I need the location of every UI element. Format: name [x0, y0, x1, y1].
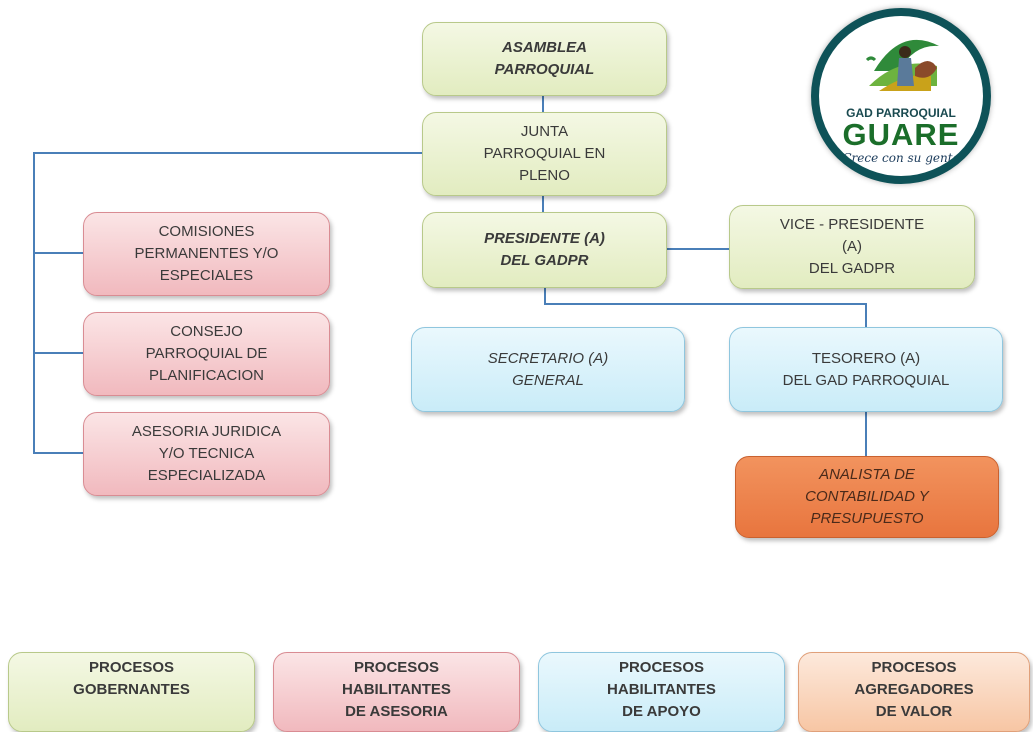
legend-label: PROCESOS HABILITANTES DE APOYO [607, 659, 716, 720]
node-label: VICE - PRESIDENTE (A) DEL GADPR [779, 216, 925, 277]
connector-to-tesorero [865, 303, 867, 327]
gad-guare-logo: GAD PARROQUIAL GUARE ¡Crece con su gente… [811, 8, 991, 184]
node-label: JUNTA PARROQUIAL EN PLENO [483, 123, 606, 184]
node-label: ASAMBLEA PARROQUIAL [494, 39, 595, 78]
logo-line1: GAD PARROQUIAL [846, 106, 956, 120]
logo-line2: GUARE [842, 117, 960, 152]
node-label: ANALISTA DE CONTABILIDAD Y PRESUPUESTO [805, 466, 929, 527]
logo-inner: GAD PARROQUIAL GUARE ¡Crece con su gente… [819, 16, 983, 176]
legend-procesos-valor: PROCESOS AGREGADORES DE VALOR [798, 652, 1030, 732]
node-vicepresidente: VICE - PRESIDENTE (A) DEL GADPR [729, 205, 975, 289]
connector-junta-left [33, 152, 423, 154]
legend-label: PROCESOS AGREGADORES DE VALOR [854, 659, 974, 720]
connector-comisiones [33, 252, 83, 254]
node-label: COMISIONES PERMANENTES Y/O ESPECIALES [134, 223, 279, 284]
connector-asesoria [33, 452, 83, 454]
legend-procesos-gobernantes: PROCESOS GOBERNANTES [8, 652, 255, 732]
node-label: PRESIDENTE (A) DEL GADPR [484, 230, 605, 269]
node-consejo: CONSEJO PARROQUIAL DE PLANIFICACION [83, 312, 330, 396]
node-label: SECRETARIO (A) GENERAL [487, 349, 609, 389]
node-comisiones: COMISIONES PERMANENTES Y/O ESPECIALES [83, 212, 330, 296]
legend-label: PROCESOS HABILITANTES DE ASESORIA [342, 659, 451, 720]
legend-procesos-apoyo: PROCESOS HABILITANTES DE APOYO [538, 652, 785, 732]
node-label: CONSEJO PARROQUIAL DE PLANIFICACION [145, 323, 268, 384]
node-label: TESORERO (A) DEL GAD PARROQUIAL [782, 349, 950, 389]
connector-consejo [33, 352, 83, 354]
node-label: ASESORIA JURIDICA Y/O TECNICA ESPECIALIZ… [131, 423, 282, 484]
connector-junta-presidente [542, 196, 544, 212]
node-asesoria-juridica: ASESORIA JURIDICA Y/O TECNICA ESPECIALIZ… [83, 412, 330, 496]
connector-left-vertical [33, 152, 35, 454]
node-secretario: SECRETARIO (A) GENERAL [411, 327, 685, 412]
node-tesorero: TESORERO (A) DEL GAD PARROQUIAL [729, 327, 1003, 412]
legend-procesos-asesoria: PROCESOS HABILITANTES DE ASESORIA [273, 652, 520, 732]
legend-label: PROCESOS GOBERNANTES [73, 659, 190, 698]
connector-asamblea-junta [542, 96, 544, 112]
farmer-illustration-icon [865, 39, 939, 91]
logo-line3: ¡Crece con su gente! [837, 151, 965, 165]
node-junta-parroquial: JUNTA PARROQUIAL EN PLENO [422, 112, 667, 196]
connector-presidente-vice [667, 248, 729, 250]
node-presidente: PRESIDENTE (A) DEL GADPR [422, 212, 667, 288]
node-asamblea-parroquial: ASAMBLEA PARROQUIAL [422, 22, 667, 96]
connector-presidente-down [544, 288, 546, 304]
node-analista: ANALISTA DE CONTABILIDAD Y PRESUPUESTO [735, 456, 999, 538]
connector-tesorero-analista [865, 412, 867, 456]
connector-horizontal-split [544, 303, 866, 305]
